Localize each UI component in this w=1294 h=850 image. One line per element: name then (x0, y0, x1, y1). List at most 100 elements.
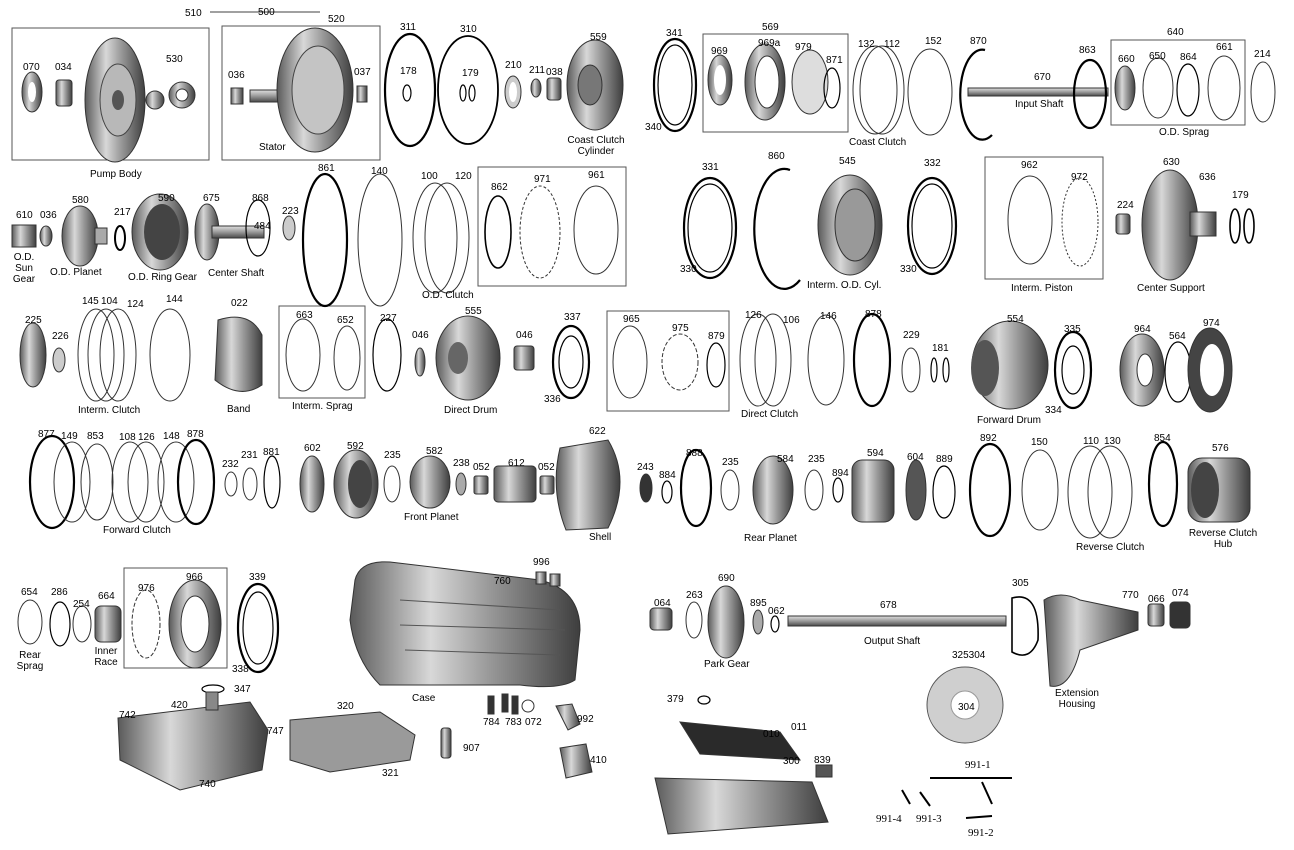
label-124: 124 (127, 299, 144, 310)
caption-reverse-clutch: Reverse Clutch (1076, 542, 1144, 553)
pump-gear-outer-hole (175, 88, 189, 102)
label-604: 604 (907, 452, 924, 463)
label-961: 961 (588, 170, 605, 181)
washer-072 (521, 699, 535, 713)
valve-body-post-420 (205, 691, 219, 711)
label-610: 610 (16, 210, 33, 221)
label-337: 337 (564, 312, 581, 323)
ring-894 (832, 477, 844, 503)
ring-179d (1243, 208, 1255, 244)
race-661 (1207, 55, 1241, 121)
label-564: 564 (1169, 331, 1186, 342)
label-871: 871 (826, 55, 843, 66)
label-232: 232 (222, 459, 239, 470)
bushing-036b (39, 225, 53, 247)
race-965 (612, 325, 648, 399)
label-038: 038 (546, 67, 563, 78)
label-520: 520 (328, 14, 345, 25)
label-972: 972 (1071, 172, 1088, 183)
label-178: 178 (400, 66, 417, 77)
label-747: 747 (267, 726, 284, 737)
label-584: 584 (777, 454, 794, 465)
plate-602 (299, 455, 325, 513)
label-870: 870 (970, 36, 987, 47)
label-660: 660 (1118, 54, 1135, 65)
ring-862 (484, 195, 512, 269)
plate-150 (1021, 449, 1059, 531)
label-742: 742 (119, 710, 136, 721)
label-650: 650 (1149, 51, 1166, 62)
label-784: 784 (483, 717, 500, 728)
label-622: 622 (589, 426, 606, 437)
label-582: 582 (426, 446, 443, 457)
interm-piston-box (984, 156, 1104, 280)
washer-229 (901, 347, 921, 393)
label-152: 152 (925, 36, 942, 47)
magnet-839 (815, 764, 833, 778)
ring-286 (49, 601, 71, 647)
label-231: 231 (241, 450, 258, 461)
label-760: 760 (494, 576, 511, 587)
label-338: 338 (232, 664, 249, 675)
direct-clutch-106 (754, 313, 792, 407)
ring-871 (823, 67, 841, 109)
label-664: 664 (98, 591, 115, 602)
label-420: 420 (171, 700, 188, 711)
label-678: 678 (880, 600, 897, 611)
caption-direct-clutch: Direct Clutch (741, 409, 798, 420)
label-860: 860 (768, 151, 785, 162)
od-planet-hub (94, 227, 108, 245)
drum-594 (851, 459, 895, 523)
label-052a: 052 (473, 462, 490, 473)
label-334: 334 (1045, 405, 1062, 416)
interm-sprag-663 (285, 318, 321, 392)
label-211: 211 (529, 65, 545, 76)
label-120: 120 (455, 171, 472, 182)
label-235c: 235 (808, 454, 825, 465)
sprag-979 (791, 49, 829, 115)
snap-ring-870 (959, 48, 993, 141)
race-969-hole (714, 65, 726, 95)
bushing-046a (414, 347, 426, 377)
label-661: 661 (1216, 42, 1233, 53)
label-331: 331 (702, 162, 719, 173)
label-336: 336 (544, 394, 561, 405)
bushing-034 (55, 79, 73, 107)
label-783: 783 (505, 717, 522, 728)
label-235b: 235 (722, 457, 739, 468)
label-229: 229 (903, 330, 920, 341)
label-991-1: 991-1 (965, 759, 991, 771)
label-996: 996 (533, 557, 550, 568)
caption-interm-od-cyl: Interm. O.D. Cyl. (807, 280, 881, 291)
label-238: 238 (453, 458, 470, 469)
case-rib (399, 599, 566, 656)
linkage-991-3 (919, 791, 931, 807)
ring-864 (1176, 63, 1200, 117)
group-965-box (606, 310, 730, 412)
plate-974-hole (1200, 344, 1224, 396)
washer-231 (242, 467, 258, 501)
ring-227 (372, 318, 402, 392)
ring-334 (1061, 345, 1085, 395)
race-969a-hole (754, 55, 780, 109)
stator-box (221, 25, 381, 161)
bushing-064 (649, 607, 673, 631)
label-145: 145 (82, 296, 99, 307)
label-066: 066 (1148, 594, 1165, 605)
caption-od-ring-gear: O.D. Ring Gear (128, 272, 198, 283)
label-347: 347 (234, 684, 251, 695)
washer-210-hole (509, 82, 517, 102)
label-037: 037 (354, 67, 371, 78)
label-864: 864 (1180, 52, 1197, 63)
caption-od-clutch: O.D. Clutch (422, 290, 474, 301)
label-217: 217 (114, 207, 131, 218)
coast-clutch-plates-112 (859, 45, 905, 135)
interm-clutch-104 (87, 308, 125, 402)
race-966-hole (180, 595, 210, 653)
label-150: 150 (1031, 437, 1048, 448)
label-554: 554 (1007, 314, 1024, 325)
ring-854 (1147, 440, 1179, 528)
washer-235b (720, 469, 740, 511)
label-149: 149 (61, 431, 78, 442)
label-690: 690 (718, 573, 735, 584)
